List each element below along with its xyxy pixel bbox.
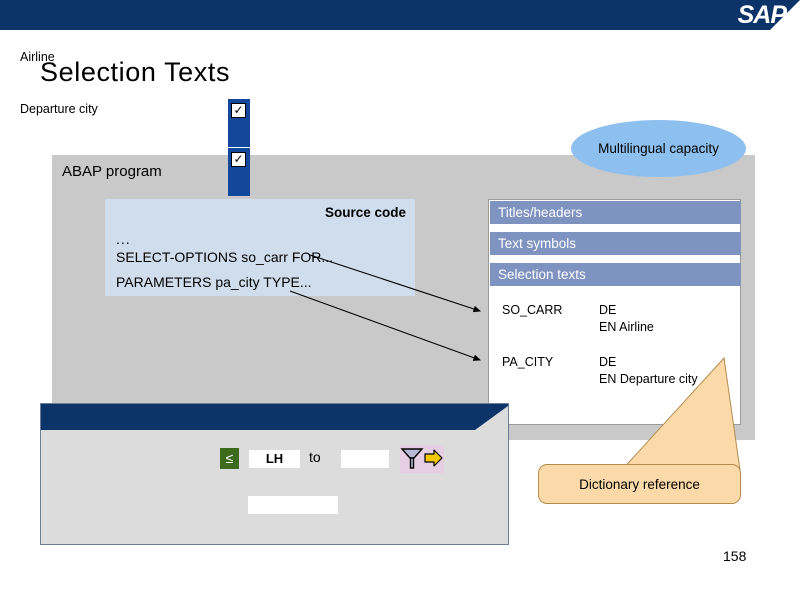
program-texts-panel: Titles/headers Text symbols Selection te… [488, 199, 741, 425]
field-label-airline: Airline [20, 50, 55, 64]
section-text-symbols[interactable]: Text symbols [490, 232, 741, 255]
sap-logo: SAP [737, 1, 787, 29]
section-label: Titles/headers [498, 205, 583, 220]
filter-funnel-icon [400, 448, 424, 469]
airline-from-input[interactable] [249, 450, 300, 468]
source-code-box: Source code ... SELECT-OPTIONS so_carr F… [105, 199, 415, 296]
departure-city-input[interactable] [248, 496, 338, 514]
callout-label: Multilingual capacity [598, 141, 719, 156]
dialog-titlebar [41, 404, 508, 430]
multiple-selection-icon[interactable] [400, 445, 444, 473]
section-label: Text symbols [498, 236, 577, 251]
field-label-departure-city: Departure city [20, 102, 98, 116]
section-titles-headers[interactable]: Titles/headers [490, 201, 741, 224]
table-row: SO_CARR DE EN Airline [489, 303, 742, 339]
selection-text-lang-de: DE [599, 355, 617, 369]
top-banner [0, 0, 800, 30]
source-code-line: ... [116, 231, 131, 247]
page-number: 158 [723, 548, 747, 564]
selection-text-lang-de: DE [599, 303, 617, 317]
dictionary-reference-checkbox[interactable]: ✓ [231, 103, 246, 118]
page-title: Selection Texts [40, 57, 231, 87]
callout-dictionary-reference: Dictionary reference [538, 464, 741, 504]
banner-underline [0, 30, 800, 40]
source-code-line: PARAMETERS pa_city TYPE... [116, 274, 312, 290]
dictionary-reference-checkbox[interactable]: ✓ [231, 152, 246, 167]
selection-text-name: SO_CARR [502, 303, 563, 317]
airline-to-input[interactable] [341, 450, 389, 468]
source-code-title: Source code [324, 205, 406, 220]
section-selection-texts[interactable]: Selection texts [490, 263, 741, 286]
range-to-label: to [309, 449, 321, 465]
selection-text-lang-en: EN Airline [599, 320, 654, 334]
callout-multilingual-capacity: Multilingual capacity [571, 120, 746, 177]
abap-program-label: ABAP program [62, 163, 162, 180]
table-row: PA_CITY DE EN Departure city [489, 355, 742, 391]
section-label: Selection texts [498, 267, 586, 282]
yellow-arrow-icon [424, 449, 443, 467]
selection-screen-dialog [40, 403, 509, 545]
selection-operator-button[interactable]: ≤ [220, 448, 239, 469]
source-code-line: SELECT-OPTIONS so_carr FOR... [116, 249, 334, 265]
callout-label: Dictionary reference [579, 476, 700, 492]
selection-text-name: PA_CITY [502, 355, 554, 369]
selection-text-lang-en: EN Departure city [599, 372, 698, 386]
